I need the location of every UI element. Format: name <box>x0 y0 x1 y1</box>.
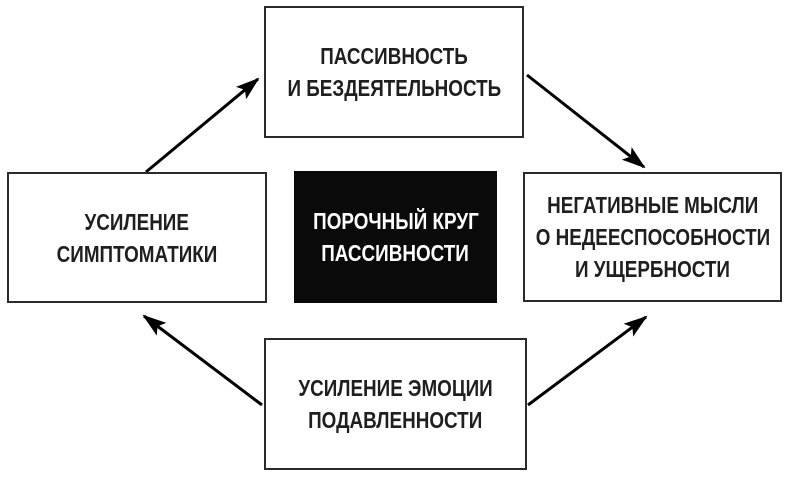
arrow-top-to-right <box>526 73 646 169</box>
node-symptom-line-1: УСИЛЕНИЕ <box>84 208 190 235</box>
arrow-bottom-to-right <box>527 315 648 407</box>
node-negative-thoughts: НЕГАТИВНЫЕ МЫСЛИ О НЕДЕЕСПОСОБНОСТИ И УЩ… <box>523 172 782 302</box>
node-depressed-emotion-line-1: УСИЛЕНИЕ ЭМОЦИИ <box>298 375 493 401</box>
node-depressed-emotion-line-2: ПОДАВЛЕННОСТИ <box>308 407 483 433</box>
node-symptom-line-2: СИМПТОМАТИКИ <box>56 240 218 267</box>
node-negative-thoughts-line-3: И УЩЕРБНОСТИ <box>575 256 730 282</box>
node-negative-thoughts-line-1: НЕГАТИВНЫЕ МЫСЛИ <box>546 192 759 218</box>
node-title-vicious-circle: ПОРОЧНЫЙ КРУГ ПАССИВНОСТИ <box>294 171 497 303</box>
node-negative-thoughts-line-2: О НЕДЕЕСПОСОБНОСТИ <box>535 224 770 250</box>
arrow-left-to-top <box>145 77 260 174</box>
node-symptom-intensification: УСИЛЕНИЕ СИМПТОМАТИКИ <box>7 172 267 303</box>
node-depressed-emotion: УСИЛЕНИЕ ЭМОЦИИ ПОДАВЛЕННОСТИ <box>264 338 527 470</box>
node-title-line-2: ПАССИВНОСТИ <box>321 240 470 266</box>
node-passivity-line-1: ПАССИВНОСТЬ <box>320 43 468 69</box>
arrow-bottom-to-left <box>142 314 263 407</box>
node-passivity-line-2: И БЕЗДЕЯТЕЛЬНОСТЬ <box>287 75 501 101</box>
node-passivity-inactivity: ПАССИВНОСТЬ И БЕЗДЕЯТЕЛЬНОСТЬ <box>264 6 524 138</box>
node-title-line-1: ПОРОЧНЫЙ КРУГ <box>312 208 479 234</box>
